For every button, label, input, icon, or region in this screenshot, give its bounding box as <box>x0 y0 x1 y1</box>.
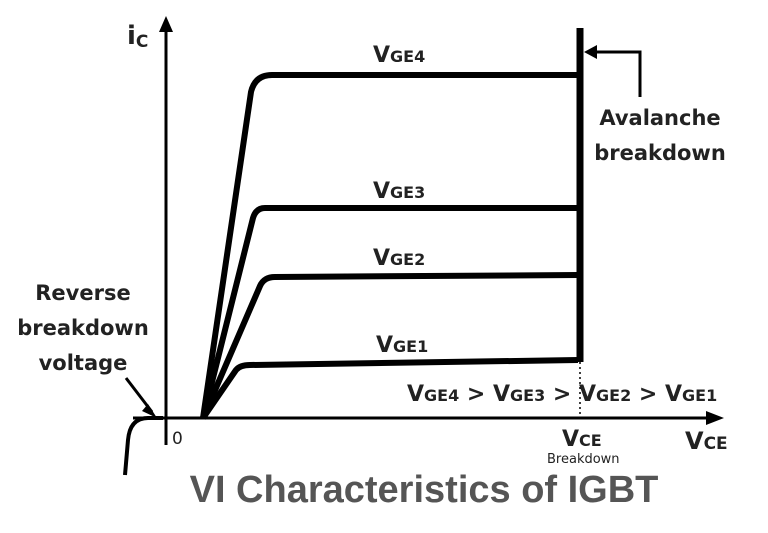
y-axis <box>159 16 173 445</box>
curve-vge3 <box>200 205 578 419</box>
label-vge1: VGE1 <box>376 333 428 358</box>
reverse-label-line1: Reverse <box>35 281 130 305</box>
x-axis <box>133 411 724 425</box>
label-vge2: VGE2 <box>373 246 425 271</box>
y-axis-arrow-icon <box>159 16 173 32</box>
origin-label: 0 <box>172 429 183 449</box>
label-vge3: VGE3 <box>373 179 425 204</box>
x-axis-arrow-icon <box>706 411 724 425</box>
y-axis-label: iC <box>127 21 148 52</box>
curve-vge2 <box>200 272 579 420</box>
arrow-left-icon <box>584 45 597 59</box>
arrow-down-right-icon <box>142 404 157 418</box>
avalanche-label-line2: breakdown <box>594 141 726 165</box>
vge-inequality: VGE4 > VGE3 > VGE2 > VGE1 <box>407 382 717 407</box>
reverse-breakdown-curve <box>123 416 163 476</box>
vce-breakdown-caption: Breakdown <box>547 452 620 467</box>
vge-curves <box>200 72 579 420</box>
reverse-label-line2: breakdown <box>17 316 149 340</box>
reverse-label-line3: voltage <box>39 351 128 375</box>
curve-vge1 <box>200 357 579 420</box>
curve-vge4 <box>200 72 578 419</box>
vce-breakdown-label: VCE <box>562 427 602 452</box>
reverse-pointer <box>124 377 157 418</box>
diagram-title: VI Characteristics of IGBT <box>190 469 659 511</box>
label-vge4: VGE4 <box>373 43 425 68</box>
avalanche-pointer <box>584 45 642 97</box>
avalanche-label-line1: Avalanche <box>599 106 720 130</box>
x-axis-label: VCE <box>685 427 728 455</box>
